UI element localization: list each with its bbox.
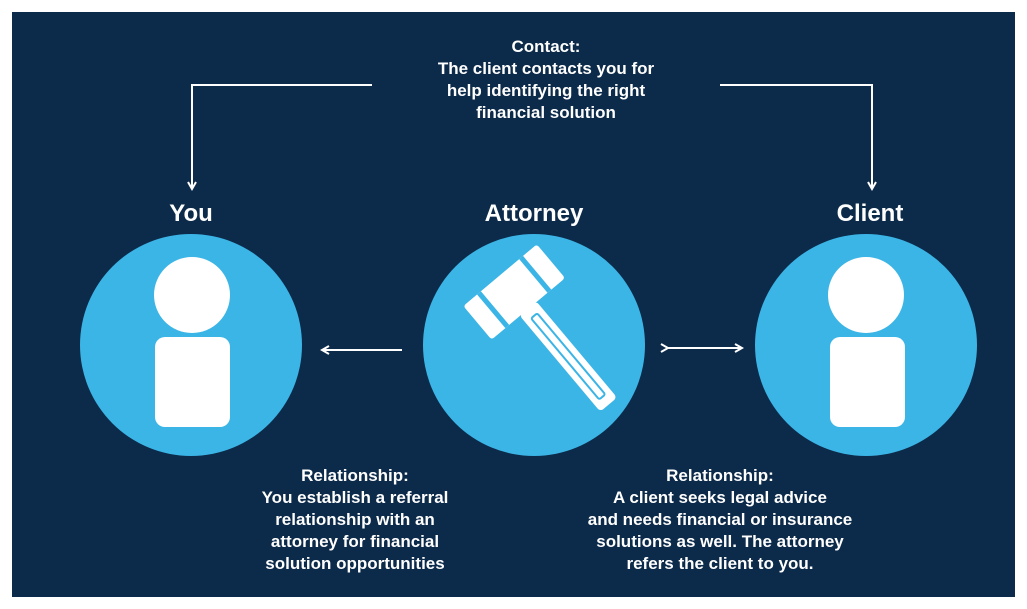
contact-arrow-to-you bbox=[192, 84, 372, 189]
right-rel-line-1: Relationship: bbox=[666, 466, 774, 485]
client-label: Client bbox=[836, 200, 904, 227]
left-rel-line-2: You establish a referral bbox=[261, 488, 449, 507]
contact-line-4: financial solution bbox=[476, 103, 616, 122]
contact-arrow-to-client bbox=[720, 84, 872, 189]
right-relationship-note: Relationship: A client seeks legal advic… bbox=[550, 465, 890, 575]
left-rel-line-4: attorney for financial bbox=[270, 532, 440, 551]
right-rel-line-4: solutions as well. The attorney bbox=[596, 532, 844, 551]
attorney-label: Attorney bbox=[484, 200, 584, 227]
you-label: You bbox=[169, 200, 213, 227]
person-icon bbox=[828, 257, 905, 427]
left-rel-line-5: solution opportunities bbox=[265, 554, 445, 573]
right-rel-line-3: and needs financial or insurance bbox=[587, 510, 853, 529]
left-rel-line-3: relationship with an bbox=[275, 510, 435, 529]
gavel-icon bbox=[464, 245, 616, 411]
right-rel-line-5: refers the client to you. bbox=[626, 554, 814, 573]
left-relationship-note: Relationship: You establish a referral r… bbox=[235, 465, 475, 575]
contact-line-3: help identifying the right bbox=[446, 81, 646, 100]
left-rel-line-1: Relationship: bbox=[301, 466, 409, 485]
person-icon bbox=[154, 257, 230, 427]
contact-line-2: The client contacts you for bbox=[437, 59, 655, 78]
contact-note: Contact: The client contacts you for hel… bbox=[368, 36, 724, 124]
right-rel-line-2: A client seeks legal advice bbox=[613, 488, 827, 507]
contact-line-1: Contact: bbox=[511, 37, 581, 56]
